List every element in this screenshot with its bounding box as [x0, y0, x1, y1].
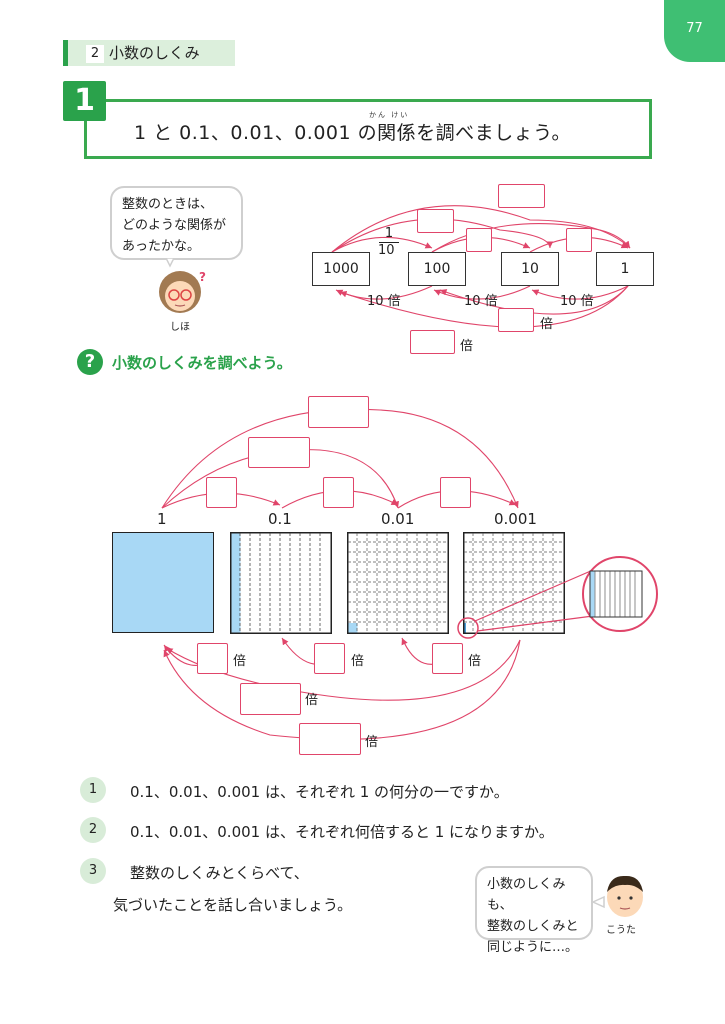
problem-number-badge: 1 — [63, 81, 106, 121]
answer-box[interactable] — [466, 228, 492, 252]
unit-square-1 — [112, 532, 214, 633]
kouta-speech-bubble: 小数のしくみも、 整数のしくみと 同じように…。 — [475, 866, 593, 955]
integer-arrow-diagram — [331, 205, 631, 328]
answer-box[interactable] — [498, 308, 534, 332]
bai-label: 倍 — [540, 317, 554, 332]
bai-label: 倍 — [460, 339, 474, 354]
question-text-line2: 気づいたことを話し合いましょう。 — [113, 896, 353, 914]
bubble-line: 整数のときは、 — [122, 197, 214, 212]
answer-box[interactable] — [197, 643, 228, 674]
bubble-line: どのような関係が — [122, 218, 227, 233]
label-0-001: 0.001 — [494, 510, 537, 528]
label-0-1: 0.1 — [268, 510, 292, 528]
answer-box[interactable] — [417, 209, 454, 233]
value-box-10: 10 — [501, 252, 559, 286]
problem-text: 1 と 0.1、0.01、0.001 の関係を調べましょう。 — [134, 122, 571, 144]
ruby-text: かん けい — [369, 111, 410, 119]
answer-box[interactable] — [206, 477, 237, 508]
page-number: 77 — [686, 21, 703, 36]
label-1: 1 — [157, 510, 167, 528]
kouta-avatar — [591, 875, 643, 917]
bai-label: 倍 — [365, 735, 379, 750]
answer-box[interactable] — [410, 330, 455, 354]
value-box-1000: 1000 — [312, 252, 370, 286]
fraction-denominator: 10 — [378, 243, 395, 258]
bubble-line: 小数のしくみも、 — [487, 877, 566, 913]
question-text: 0.1、0.01、0.001 は、それぞれ 1 の何分の一ですか。 — [130, 783, 509, 801]
question-prompt: 小数のしくみを調べよう。 — [112, 354, 292, 372]
shiho-avatar: ? — [159, 258, 206, 313]
tenths-square — [230, 532, 332, 634]
section-title: 小数のしくみ — [109, 44, 200, 62]
question-text: 0.1、0.01、0.001 は、それぞれ何倍すると 1 になりますか。 — [130, 823, 554, 841]
bai-label: 倍 — [233, 654, 247, 669]
question-number: 3 — [80, 858, 106, 884]
bubble-line: 同じように…。 — [487, 940, 579, 955]
answer-box[interactable] — [432, 643, 463, 674]
hundredths-square — [347, 532, 449, 634]
answer-box[interactable] — [566, 228, 592, 252]
fraction-line — [379, 242, 399, 243]
question-text: 整数のしくみとくらべて、 — [130, 864, 309, 882]
label-0-01: 0.01 — [381, 510, 415, 528]
fraction-numerator: 1 — [384, 226, 394, 241]
thousandths-square — [463, 532, 565, 634]
times-label: 10 倍 — [367, 294, 401, 309]
question-icon: ? — [77, 349, 103, 375]
section-header: 2 小数のしくみ — [63, 40, 235, 66]
shiho-speech-bubble: 整数のときは、 どのような関係が あったかな。 — [110, 186, 243, 260]
answer-box[interactable] — [240, 683, 301, 715]
answer-box[interactable] — [440, 477, 471, 508]
bubble-line: あったかな。 — [122, 239, 201, 254]
answer-box[interactable] — [308, 396, 369, 428]
answer-box[interactable] — [248, 437, 310, 468]
kouta-name: こうた — [606, 925, 636, 936]
question-number: 1 — [80, 777, 106, 803]
svg-text:?: ? — [199, 270, 206, 284]
answer-box[interactable] — [323, 477, 354, 508]
value-box-1: 1 — [596, 252, 654, 286]
answer-box[interactable] — [314, 643, 345, 674]
times-label: 10 倍 — [560, 294, 594, 309]
question-number: 2 — [80, 817, 106, 843]
value-box-100: 100 — [408, 252, 466, 286]
bai-label: 倍 — [305, 693, 319, 708]
times-label: 10 倍 — [464, 294, 498, 309]
section-number: 2 — [86, 45, 104, 63]
bubble-line: 整数のしくみと — [487, 919, 579, 934]
bai-label: 倍 — [351, 654, 365, 669]
answer-box[interactable] — [299, 723, 361, 755]
bai-label: 倍 — [468, 654, 482, 669]
shiho-name: しほ — [170, 322, 190, 333]
page-number-tab: 77 — [664, 0, 725, 62]
answer-box[interactable] — [498, 184, 545, 208]
magnifier — [457, 556, 658, 639]
problem-box — [84, 99, 652, 159]
